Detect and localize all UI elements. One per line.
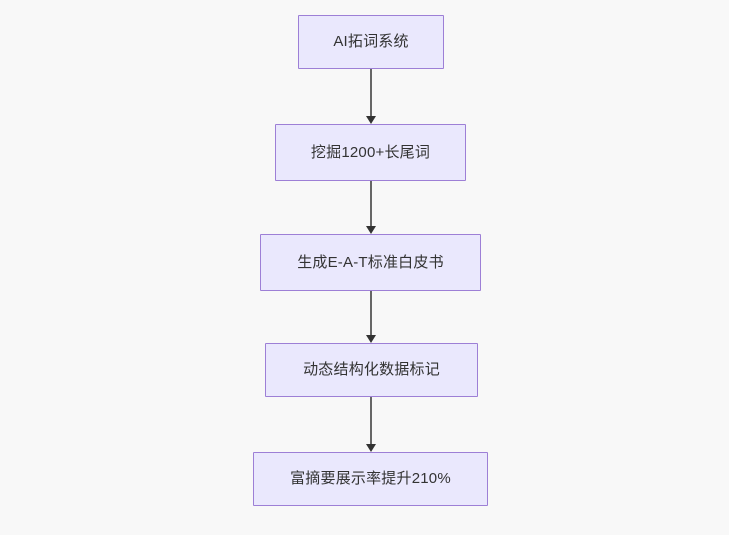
flow-node-5[interactable]: 富摘要展示率提升210% xyxy=(253,452,488,506)
connector-line xyxy=(370,397,372,444)
flow-node-label: 生成E-A-T标准白皮书 xyxy=(297,253,444,271)
arrowhead-icon xyxy=(366,116,376,124)
arrowhead-icon xyxy=(366,226,376,234)
flow-node-4[interactable]: 动态结构化数据标记 xyxy=(265,343,478,397)
flow-node-label: 挖掘1200+长尾词 xyxy=(310,143,431,161)
flow-node-label: 动态结构化数据标记 xyxy=(303,361,440,378)
flow-node-label: AI拓词系统 xyxy=(333,33,409,50)
arrowhead-icon xyxy=(366,444,376,452)
connector-line xyxy=(370,69,372,116)
flow-node-2[interactable]: 挖掘1200+长尾词 xyxy=(275,124,466,181)
arrowhead-icon xyxy=(366,335,376,343)
connector-line xyxy=(370,181,372,226)
flow-node-3[interactable]: 生成E-A-T标准白皮书 xyxy=(260,234,481,291)
flow-node-label: 富摘要展示率提升210% xyxy=(290,470,451,487)
flow-node-1[interactable]: AI拓词系统 xyxy=(298,15,444,69)
connector-line xyxy=(370,291,372,335)
